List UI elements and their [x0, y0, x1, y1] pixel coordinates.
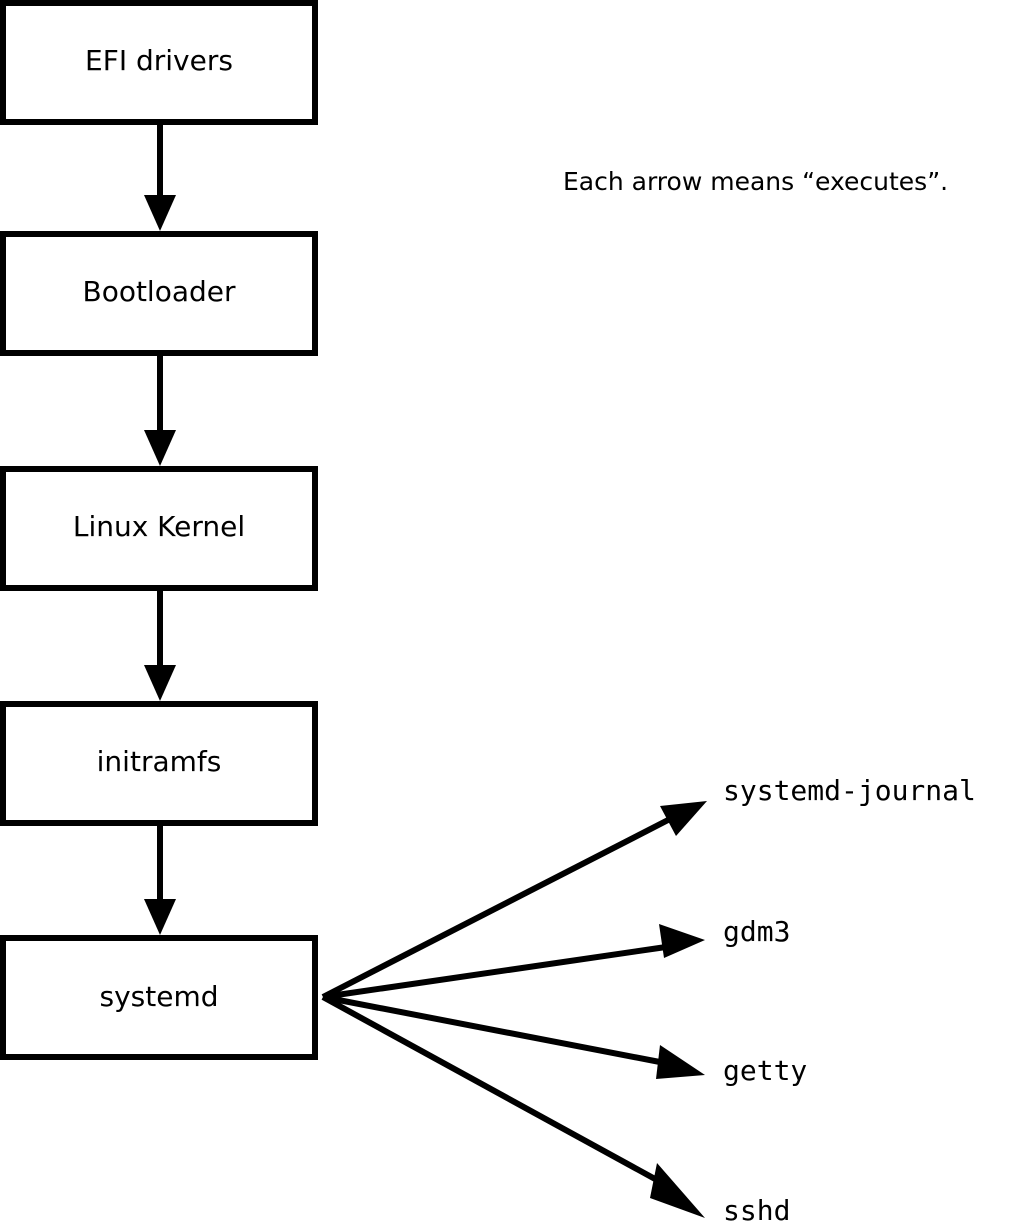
arrow-head	[659, 924, 705, 958]
leaf-label-getty: getty	[723, 1054, 807, 1087]
arrow-head	[144, 665, 176, 701]
node-label-bootloader: Bootloader	[82, 275, 236, 308]
arrow-shaft	[321, 816, 672, 1000]
arrow-systemd-to-gdm3	[322, 924, 705, 1000]
node-label-systemd: systemd	[100, 980, 219, 1013]
arrow-shaft	[322, 944, 667, 1000]
arrow-systemd-to-sshd	[321, 994, 705, 1218]
arrow-shaft	[322, 994, 666, 1066]
arrow-bootloader-to-linux-kernel	[144, 353, 176, 466]
node-label-efi-drivers: EFI drivers	[85, 44, 233, 77]
leaf-label-gdm3: gdm3	[723, 915, 790, 948]
node-efi-drivers[interactable]: EFI drivers	[0, 0, 318, 125]
node-box-efi-drivers	[0, 0, 318, 125]
arrow-head	[660, 801, 707, 836]
leaf-label-sshd: sshd	[723, 1194, 790, 1227]
arrow-head	[650, 1163, 705, 1218]
arrow-head	[656, 1045, 705, 1079]
arrow-shaft	[321, 994, 668, 1188]
arrow-head	[144, 195, 176, 231]
node-bootloader[interactable]: Bootloader	[0, 231, 318, 356]
legend-text: Each arrow means “executes”.	[563, 167, 948, 196]
node-systemd[interactable]: systemd	[0, 935, 318, 1060]
arrow-head	[144, 430, 176, 466]
node-box-systemd	[0, 935, 318, 1060]
arrow-systemd-to-getty	[322, 994, 705, 1079]
node-linux-kernel[interactable]: Linux Kernel	[0, 466, 318, 591]
arrow-initramfs-to-systemd	[144, 823, 176, 935]
node-initramfs[interactable]: initramfs	[0, 701, 318, 826]
arrow-efi-drivers-to-bootloader	[144, 122, 176, 231]
node-label-initramfs: initramfs	[97, 745, 222, 778]
node-label-linux-kernel: Linux Kernel	[73, 510, 245, 543]
leaf-label-systemd-journal: systemd-journal	[723, 774, 976, 807]
node-box-initramfs	[0, 701, 318, 826]
arrow-systemd-to-systemd-journal	[321, 801, 707, 1000]
arrow-head	[144, 899, 176, 935]
arrow-linux-kernel-to-initramfs	[144, 588, 176, 701]
